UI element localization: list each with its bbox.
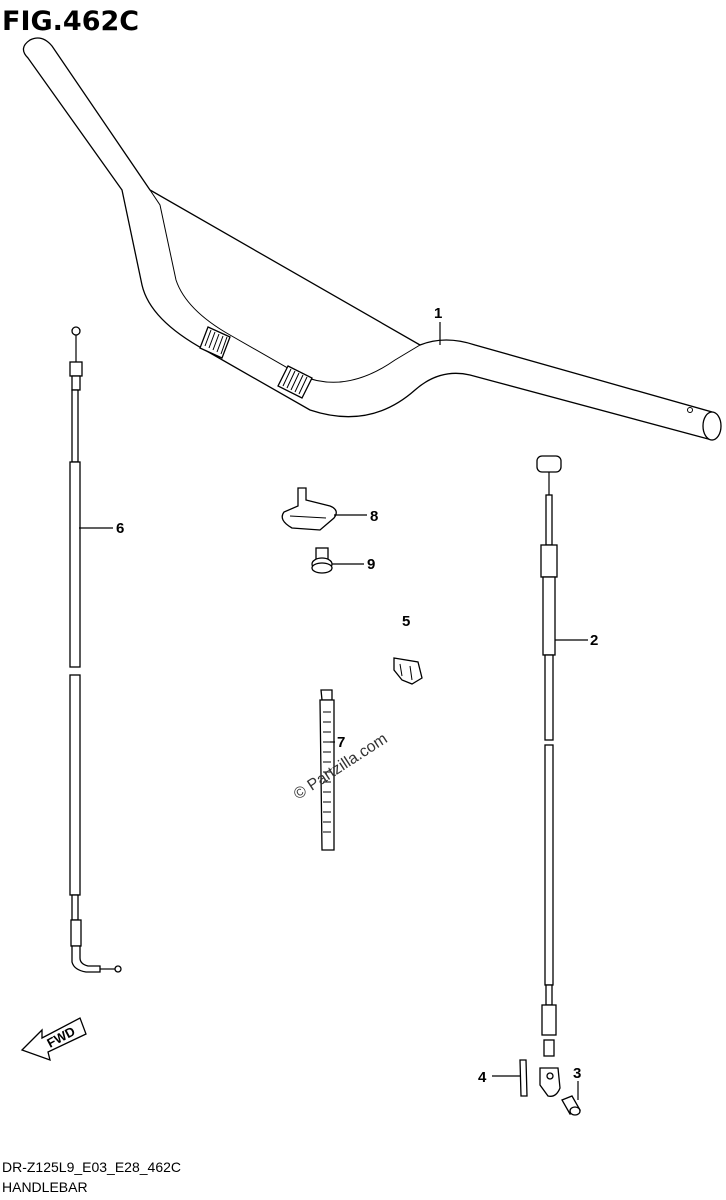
figure-title: FIG.462C bbox=[2, 6, 139, 37]
leader-lines bbox=[79, 322, 588, 1100]
callout-8[interactable]: 8 bbox=[370, 508, 378, 525]
callout-4[interactable]: 4 bbox=[478, 1069, 487, 1086]
callout-7[interactable]: 7 bbox=[337, 734, 345, 751]
footer-code: DR-Z125L9_E03_E28_462C bbox=[2, 1159, 181, 1175]
cable-tie-part-7[interactable] bbox=[319, 689, 335, 851]
footer-section: HANDLEBAR bbox=[2, 1179, 88, 1195]
bolt-part-9[interactable] bbox=[311, 547, 333, 574]
clamp-part-8[interactable] bbox=[281, 487, 337, 531]
fwd-arrow-icon: FWD bbox=[20, 1017, 87, 1062]
callout-2[interactable]: 2 bbox=[590, 632, 598, 649]
cable-part-2[interactable] bbox=[536, 455, 562, 1097]
callout-1[interactable]: 1 bbox=[434, 305, 442, 322]
knurled-grip-section-right bbox=[277, 365, 313, 399]
clip-part-5[interactable] bbox=[393, 657, 423, 685]
callout-9[interactable]: 9 bbox=[367, 556, 375, 573]
callout-3[interactable]: 3 bbox=[573, 1065, 581, 1082]
handlebar-part-1[interactable] bbox=[22, 37, 722, 441]
cable-part-6[interactable] bbox=[69, 326, 122, 973]
bolt-part-3[interactable] bbox=[561, 1095, 581, 1116]
callout-6[interactable]: 6 bbox=[116, 520, 124, 537]
callout-5[interactable]: 5 bbox=[402, 613, 410, 630]
knurled-grip-section-left bbox=[199, 326, 231, 359]
pin-part-4[interactable] bbox=[519, 1059, 528, 1097]
